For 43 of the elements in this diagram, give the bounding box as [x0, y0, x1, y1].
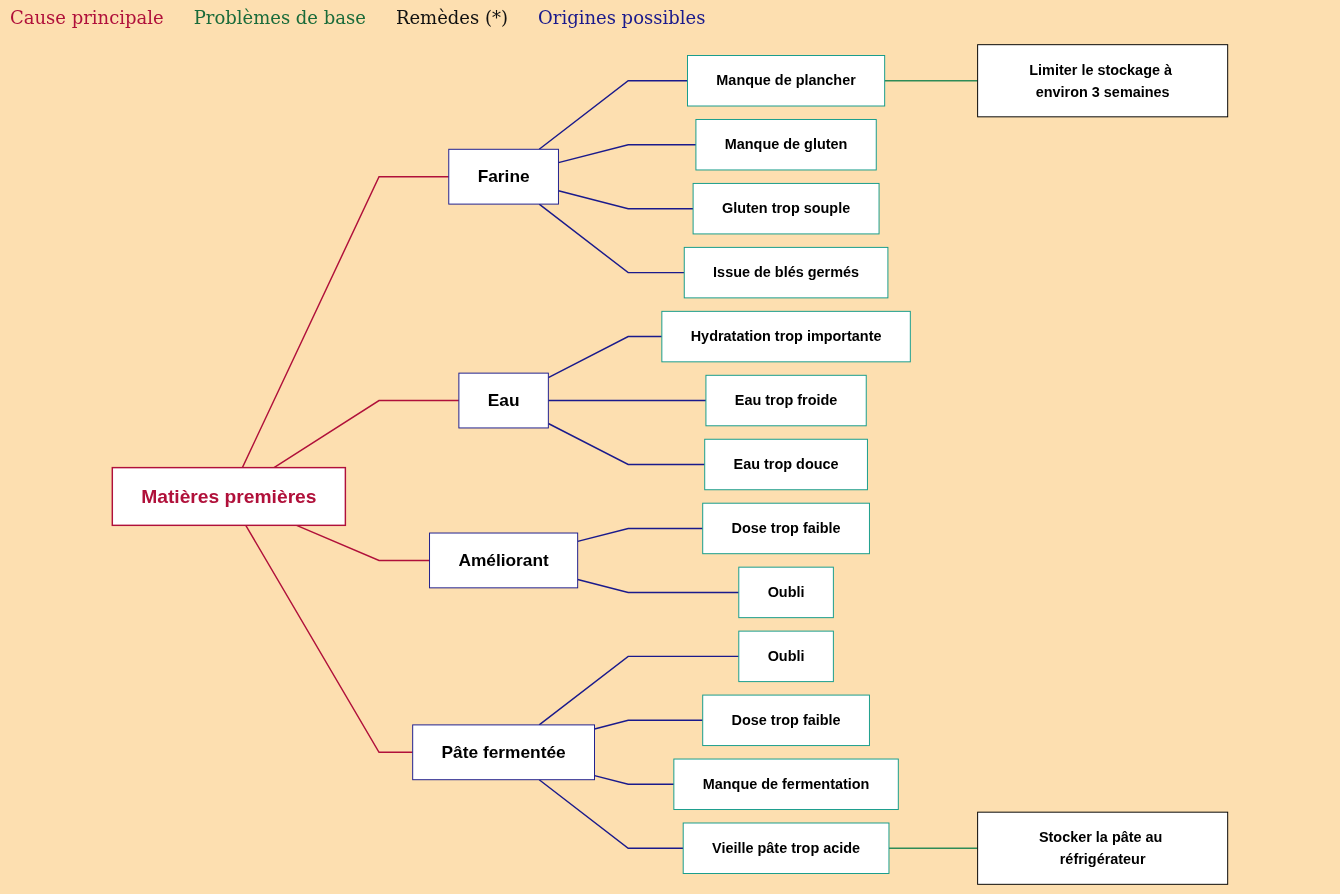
connector — [538, 202, 685, 273]
node-box: Limiter le stockage à environ 3 semaines — [977, 43, 1229, 117]
column-heading: Origines possibles — [538, 6, 706, 28]
column-heading: Remèdes (*) — [395, 6, 508, 28]
node-box: Améliorant — [429, 532, 579, 588]
node-box: Oubli — [738, 630, 834, 682]
node-box: Stocker la pâte au réfrigérateur — [977, 811, 1229, 885]
connector — [547, 399, 707, 401]
connector — [576, 527, 704, 542]
connector — [883, 79, 979, 81]
connector — [538, 79, 689, 150]
node-box: Matières premières — [111, 466, 347, 526]
node-box: Hydratation trop importante — [661, 310, 911, 362]
connector — [557, 143, 697, 163]
node-box: Eau — [458, 372, 549, 428]
connector — [295, 524, 431, 561]
node-box: Vieille pâte trop acide — [682, 822, 890, 874]
node-box: Eau trop froide — [705, 374, 867, 426]
connector — [273, 399, 460, 468]
node-box: Farine — [448, 148, 559, 205]
node-box: Pâte fermentée — [412, 723, 595, 780]
node-box: Eau trop douce — [704, 438, 868, 490]
connector — [888, 847, 979, 849]
node-box: Manque de fermentation — [673, 758, 899, 810]
node-box: Issue de blés germés — [683, 246, 889, 298]
connector — [593, 719, 704, 730]
column-heading: Problèmes de base — [193, 6, 366, 28]
column-heading: Cause principale — [10, 6, 164, 28]
connector — [593, 774, 675, 785]
connector — [557, 189, 694, 209]
node-box: Manque de plancher — [687, 54, 886, 106]
node-box: Gluten trop souple — [692, 182, 880, 234]
connector — [576, 578, 740, 593]
connector — [538, 655, 740, 726]
connector — [241, 175, 450, 468]
connector — [245, 524, 414, 753]
node-box: Manque de gluten — [695, 118, 877, 170]
connector — [547, 422, 706, 465]
connector — [547, 335, 663, 378]
connector — [538, 778, 684, 849]
node-box: Oubli — [738, 566, 834, 618]
node-box: Dose trop faible — [702, 694, 870, 746]
node-box: Dose trop faible — [702, 502, 870, 554]
